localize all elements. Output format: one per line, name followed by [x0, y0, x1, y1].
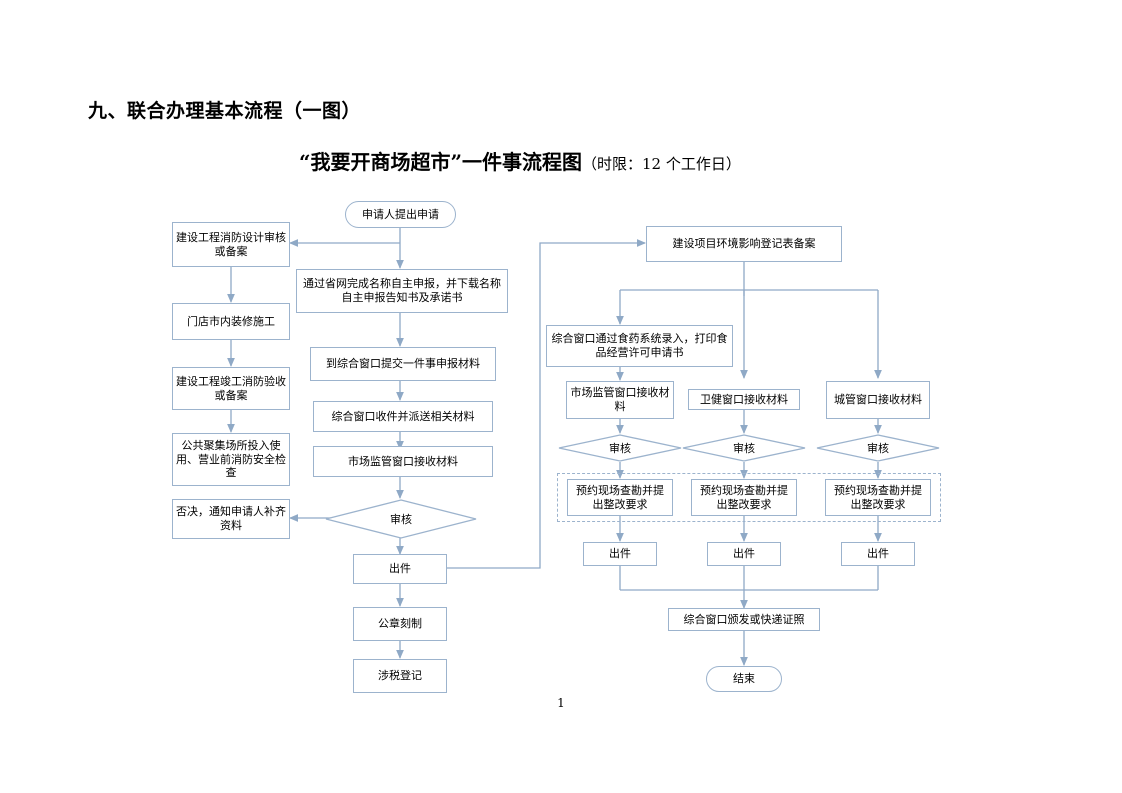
node-label: 否决，通知申请人补齐资料	[176, 505, 286, 532]
diamond-shape	[816, 434, 940, 462]
node-label: 审核	[390, 513, 412, 526]
node-comprehensive-window-receive[interactable]: 综合窗口收件并派送相关材料	[313, 401, 493, 432]
node-label: 预约现场查勘并提出整改要求	[700, 483, 788, 511]
node-label: 门店市内装修施工	[187, 314, 275, 328]
node-seal-engraving[interactable]: 公章刻制	[353, 607, 447, 641]
node-label: 通过省网完成名称自主申报，并下载名称自主申报告知书及承诺书	[303, 277, 501, 304]
node-branch-urban-output[interactable]: 出件	[841, 542, 915, 566]
node-label: 出件	[609, 547, 631, 561]
node-label: 审核	[867, 442, 889, 455]
diamond-shape	[558, 434, 682, 462]
node-label: 城管窗口接收材料	[834, 393, 922, 407]
node-submit-materials[interactable]: 到综合窗口提交一件事申报材料	[310, 347, 496, 381]
node-center-review[interactable]: 审核	[325, 499, 477, 539]
node-end[interactable]: 结束	[706, 666, 782, 692]
node-branch-urban-receive[interactable]: 城管窗口接收材料	[826, 381, 930, 419]
node-issue-certificate[interactable]: 综合窗口颁发或快递证照	[668, 608, 820, 631]
site-survey-group-boundary	[557, 473, 941, 522]
node-applicant-start[interactable]: 申请人提出申请	[345, 201, 456, 228]
node-label: 审核	[609, 442, 631, 455]
node-label: 综合窗口颁发或快递证照	[683, 612, 805, 626]
node-branch-market-review[interactable]: 审核	[558, 434, 682, 462]
node-tax-registration[interactable]: 涉税登记	[353, 659, 447, 693]
node-label: 卫健窗口接收材料	[700, 392, 788, 406]
node-provincial-name-declaration[interactable]: 通过省网完成名称自主申报，并下载名称自主申报告知书及承诺书	[296, 269, 508, 313]
node-branch-market-survey[interactable]: 预约现场查勘并提出整改要求	[567, 479, 673, 516]
node-branch-health-receive[interactable]: 卫健窗口接收材料	[688, 389, 800, 410]
node-env-impact-record[interactable]: 建设项目环境影响登记表备案	[646, 226, 842, 262]
node-store-decoration[interactable]: 门店市内装修施工	[172, 303, 290, 340]
node-label: 出件	[389, 562, 411, 576]
node-label: 综合窗口通过食药系统录入，打印食品经营许可申请书	[551, 332, 728, 359]
node-branch-urban-survey[interactable]: 预约现场查勘并提出整改要求	[825, 479, 931, 516]
section-heading: 九、联合办理基本流程（一图）	[88, 100, 362, 122]
node-market-window-receive-center[interactable]: 市场监管窗口接收材料	[313, 446, 493, 477]
node-label: 出件	[733, 547, 755, 561]
node-label: 预约现场查勘并提出整改要求	[834, 483, 922, 511]
node-reject-notice[interactable]: 否决，通知申请人补齐资料	[172, 499, 290, 539]
node-branch-health-review[interactable]: 审核	[682, 434, 806, 462]
node-label: 审核	[733, 442, 755, 455]
node-branch-market-output[interactable]: 出件	[583, 542, 657, 566]
chart-title-time-limit: （时限：12 个工作日）	[582, 155, 741, 173]
node-label: 公共聚集场所投入使用、营业前消防安全检查	[176, 438, 286, 480]
node-branch-market-receive[interactable]: 市场监管窗口接收材料	[566, 381, 674, 419]
node-branch-health-survey[interactable]: 预约现场查勘并提出整改要求	[691, 479, 797, 516]
node-label: 市场监管窗口接收材料	[348, 454, 458, 468]
diamond-shape	[682, 434, 806, 462]
node-label: 出件	[867, 547, 889, 561]
node-label: 涉税登记	[378, 669, 422, 683]
node-label: 建设项目环境影响登记表备案	[672, 237, 816, 251]
node-label: 建设工程竣工消防验收或备案	[176, 374, 286, 402]
node-label: 市场监管窗口接收材料	[570, 386, 670, 413]
diamond-shape	[325, 499, 477, 539]
node-public-gathering-check[interactable]: 公共聚集场所投入使用、营业前消防安全检查	[172, 433, 290, 486]
node-center-output[interactable]: 出件	[353, 554, 447, 584]
node-fire-design[interactable]: 建设工程消防设计审核或备案	[172, 222, 290, 267]
node-food-drug-system-entry[interactable]: 综合窗口通过食药系统录入，打印食品经营许可申请书	[546, 325, 733, 367]
node-label: 公章刻制	[378, 617, 422, 631]
node-label: 申请人提出申请	[362, 207, 439, 221]
node-branch-urban-review[interactable]: 审核	[816, 434, 940, 462]
node-label: 预约现场查勘并提出整改要求	[576, 483, 664, 511]
node-branch-health-output[interactable]: 出件	[707, 542, 781, 566]
node-fire-acceptance[interactable]: 建设工程竣工消防验收或备案	[172, 367, 290, 410]
node-label: 综合窗口收件并派送相关材料	[331, 409, 475, 423]
node-label: 结束	[733, 672, 755, 686]
page-number: 1	[557, 696, 565, 710]
chart-title: “我要开商场超市”一件事流程图（时限：12 个工作日）	[299, 146, 741, 175]
node-label: 建设工程消防设计审核或备案	[176, 230, 286, 258]
node-label: 到综合窗口提交一件事申报材料	[326, 357, 480, 371]
chart-title-main: “我要开商场超市”一件事流程图	[299, 150, 583, 174]
